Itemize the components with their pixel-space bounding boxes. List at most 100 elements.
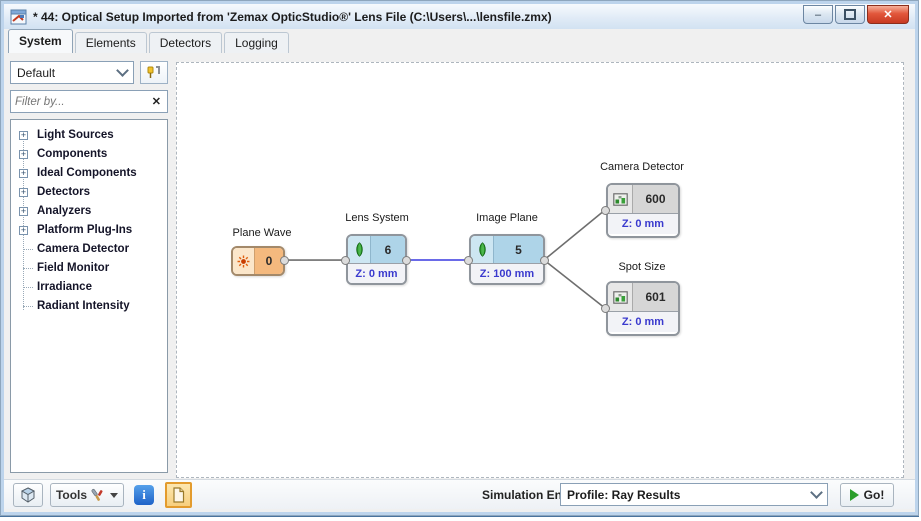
expand-icon[interactable]: + [19, 187, 28, 197]
tab-logging[interactable]: Logging [224, 32, 289, 53]
input-port[interactable] [464, 256, 473, 265]
catalog-tree[interactable]: +Light Sources + Components + Ideal Compon… [10, 119, 168, 473]
node-camera-detector[interactable]: 600 Z: 0 mm [606, 183, 680, 238]
node-label-camera-detector: Camera Detector [600, 161, 684, 173]
tree-item-label: Irradiance [37, 281, 92, 293]
input-port[interactable] [601, 206, 610, 215]
footer-toolbar: Tools i Simulation Engine Profile: Ray R… [4, 479, 915, 509]
expand-icon[interactable]: + [19, 206, 28, 216]
node-z-position: Z: 100 mm [471, 263, 543, 283]
tree-item-radiant-intensity[interactable]: Radiant Intensity [11, 297, 167, 316]
chevron-down-icon [810, 486, 823, 499]
simulation-engine-select[interactable]: Profile: Ray Results [560, 483, 828, 506]
detector-icon [612, 192, 628, 206]
tab-system[interactable]: System [8, 29, 73, 53]
lens-icon [355, 242, 363, 257]
minimize-icon: – [814, 8, 822, 21]
3d-view-button[interactable] [13, 483, 43, 507]
node-index: 0 [255, 248, 283, 274]
tab-strip: System Elements Detectors Logging [4, 29, 915, 53]
dropdown-caret-icon [110, 492, 119, 498]
output-port[interactable] [402, 256, 411, 265]
tree-item-label: Detectors [37, 186, 91, 198]
node-lens-system[interactable]: 6 Z: 0 mm [346, 234, 407, 285]
document-icon [173, 487, 185, 503]
tree-item-label: Analyzers [37, 205, 92, 217]
filter-input[interactable] [11, 95, 146, 108]
node-index: 600 [633, 185, 678, 213]
expand-icon[interactable]: + [19, 130, 28, 140]
chevron-down-icon [116, 64, 129, 77]
node-image-plane[interactable]: 5 Z: 100 mm [469, 234, 545, 285]
tree-item-label: Platform Plug-Ins [37, 224, 133, 236]
expand-icon[interactable]: + [19, 225, 28, 235]
simulation-engine-value: Profile: Ray Results [567, 487, 681, 502]
tree-item-camera-detector[interactable]: Camera Detector [11, 240, 167, 259]
minimize-button[interactable]: – [803, 5, 833, 24]
link-image-to-camera [543, 209, 606, 261]
catalog-select[interactable]: Default [10, 61, 134, 84]
output-port[interactable] [280, 256, 289, 265]
node-index: 6 [371, 236, 405, 263]
tools-button[interactable]: Tools [50, 483, 124, 507]
maximize-button[interactable] [835, 5, 865, 24]
node-z-position: Z: 0 mm [348, 263, 405, 283]
tree-item-light-sources[interactable]: +Light Sources [11, 126, 167, 145]
light-source-icon [237, 255, 250, 267]
info-icon: i [142, 487, 146, 502]
tree-item-label: Radiant Intensity [37, 300, 130, 312]
tab-elements[interactable]: Elements [74, 32, 147, 53]
tools-button-label: Tools [55, 488, 88, 502]
node-label-image-plane: Image Plane [476, 212, 538, 224]
node-label-spot-size: Spot Size [618, 261, 666, 273]
tree-item-components[interactable]: + Components [11, 145, 167, 164]
input-port[interactable] [601, 304, 610, 313]
node-z-position: Z: 0 mm [608, 311, 678, 332]
cube-3d-icon [20, 487, 36, 503]
clear-filter-icon[interactable]: ✕ [151, 96, 161, 108]
optical-setup-canvas[interactable]: Plane Wave 0 [176, 62, 904, 478]
node-label-plane-wave: Plane Wave [232, 227, 292, 239]
close-icon: ✕ [883, 9, 893, 21]
input-port[interactable] [341, 256, 350, 265]
tab-detectors[interactable]: Detectors [148, 32, 223, 53]
title-bar[interactable]: * 44: Optical Setup Imported from 'Zemax… [4, 4, 915, 29]
node-z-position: Z: 0 mm [608, 213, 678, 234]
tree-item-detectors[interactable]: + Detectors [11, 183, 167, 202]
expand-icon[interactable]: + [19, 168, 28, 178]
output-port[interactable] [540, 256, 549, 265]
tree-item-ideal-components[interactable]: + Ideal Components [11, 164, 167, 183]
node-plane-wave[interactable]: 0 [231, 246, 285, 276]
lens-icon [478, 242, 486, 257]
tools-icon [91, 489, 103, 501]
tree-item-irradiance[interactable]: Irradiance [11, 278, 167, 297]
document-button[interactable] [165, 482, 192, 508]
tree-item-label: Components [37, 148, 108, 160]
tree-item-label: Ideal Components [37, 167, 137, 179]
play-icon [849, 489, 859, 501]
node-spot-size[interactable]: 601 Z: 0 mm [606, 281, 680, 336]
window-title: * 44: Optical Setup Imported from 'Zemax… [33, 9, 552, 24]
catalog-select-value: Default [17, 65, 56, 80]
go-button[interactable]: Go! [840, 483, 894, 507]
go-button-label: Go! [863, 488, 885, 502]
tree-item-label: Camera Detector [37, 243, 130, 255]
node-index: 5 [494, 236, 543, 263]
expand-icon[interactable]: + [19, 149, 28, 159]
info-button[interactable]: i [134, 485, 154, 505]
node-index: 601 [633, 283, 678, 311]
node-label-lens-system: Lens System [345, 212, 409, 224]
filter-field: ✕ [10, 90, 168, 113]
tree-item-analyzers[interactable]: + Analyzers [11, 202, 167, 221]
close-button[interactable]: ✕ [867, 5, 909, 24]
detector-icon [612, 290, 628, 304]
tree-item-platform-plug-ins[interactable]: + Platform Plug-Ins [11, 221, 167, 240]
connection-lines [285, 209, 606, 309]
tree-item-field-monitor[interactable]: Field Monitor [11, 259, 167, 278]
pin-icon [147, 66, 160, 78]
link-image-to-spot [543, 259, 606, 309]
tree-item-label: Field Monitor [37, 262, 110, 274]
pin-view-button[interactable] [140, 61, 168, 84]
